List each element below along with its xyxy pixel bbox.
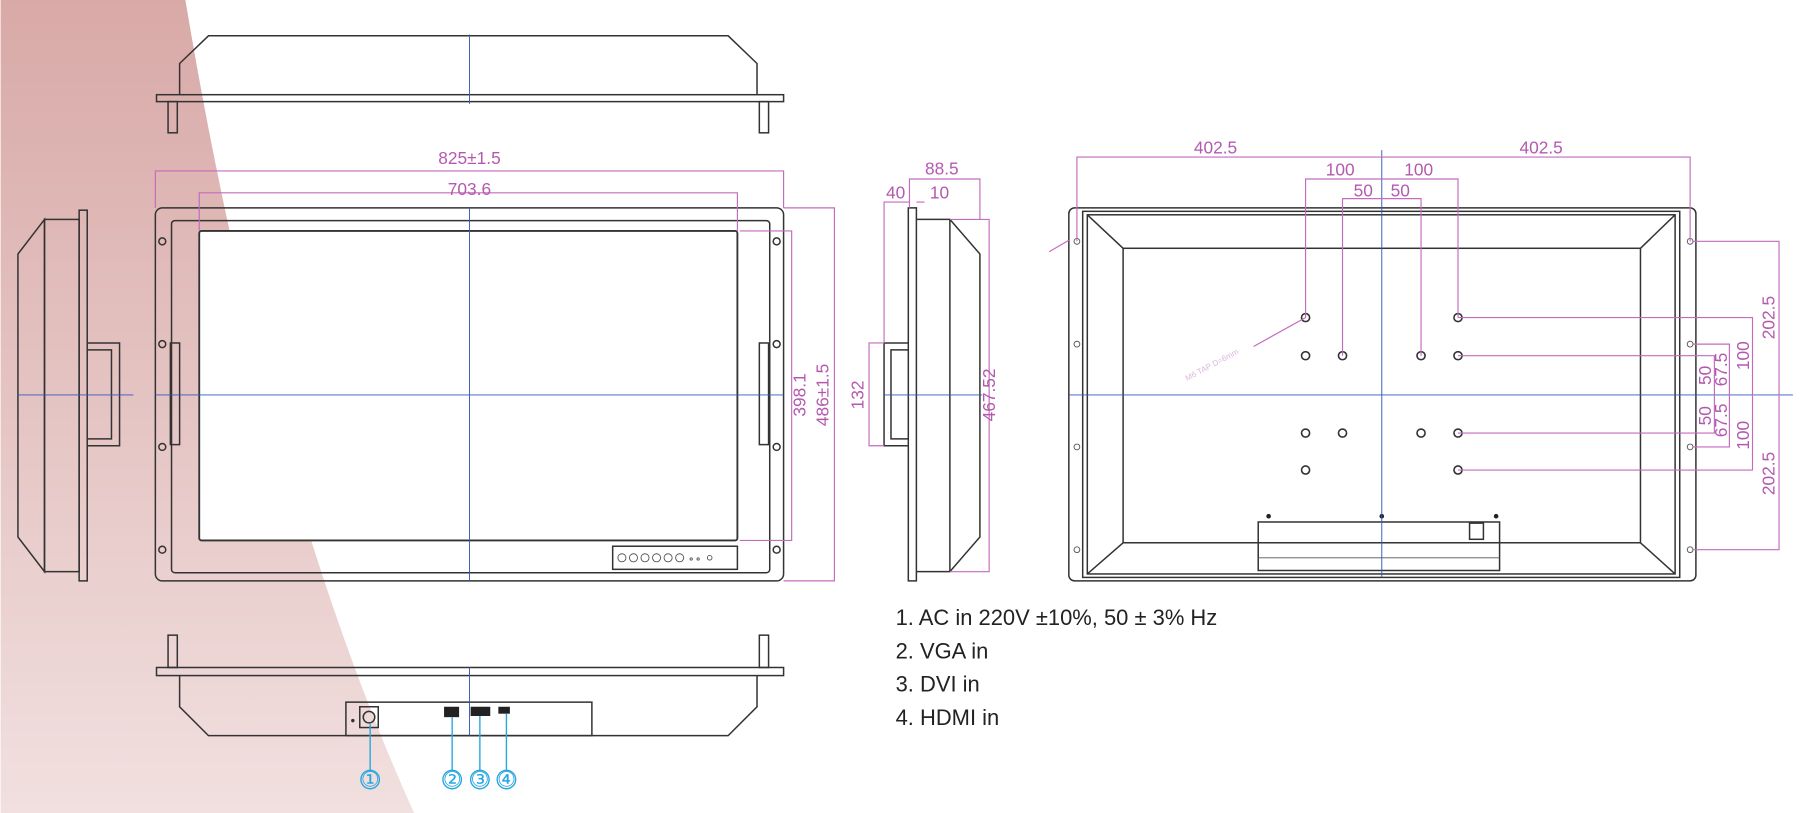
dim-overall-width: 825±1.5	[438, 148, 500, 168]
dim-v-upper: 202.5	[1758, 296, 1778, 339]
back-dimensions	[1048, 156, 1780, 551]
vga-connector	[444, 706, 460, 718]
dim-v100-lower: 100	[1733, 421, 1753, 450]
dvi-connector	[470, 706, 491, 716]
dim-vesa100-right: 50	[1391, 180, 1410, 200]
legend-item-hdmi: 4. HDMI in	[896, 705, 1000, 730]
callout-3: ③	[471, 768, 490, 791]
io-box	[1257, 521, 1501, 572]
back-view	[1068, 150, 1793, 582]
legend-item-ac: 1. AC in 220V ±10%, 50 ± 3% Hz	[896, 605, 1218, 630]
dim-v-lower: 202.5	[1758, 452, 1778, 495]
dim-body-height: 467.52	[979, 368, 999, 421]
dim-v100-upper: 100	[1733, 341, 1753, 370]
ac-power-connector	[359, 706, 379, 729]
legend-item-vga: 2. VGA in	[896, 638, 989, 663]
dim-v50-lower: 50	[1695, 406, 1715, 425]
dim-vesa100-left: 50	[1354, 180, 1373, 200]
dim-overall-height: 486±1.5	[813, 364, 833, 426]
hdmi-connector	[498, 706, 510, 714]
callout-4: ④	[497, 768, 516, 791]
callout-2: ②	[443, 768, 462, 791]
side-view	[868, 178, 990, 582]
dim-v50-upper: 50	[1695, 366, 1715, 385]
dim-vesa200-left: 100	[1326, 160, 1355, 180]
button-panel	[611, 545, 739, 571]
callouts	[360, 713, 517, 790]
dim-screen-height: 398.1	[790, 373, 810, 416]
callout-1: ①	[361, 768, 380, 791]
connector-legend: 1. AC in 220V ±10%, 50 ± 3% Hz 2. VGA in…	[896, 605, 1218, 730]
dim-offset: 10	[930, 183, 949, 203]
legend-item-dvi: 3. DVI in	[896, 672, 980, 697]
dim-flange: 40	[886, 183, 905, 203]
bottom-view	[155, 634, 785, 737]
dim-v675-lower: 67.5	[1711, 404, 1731, 438]
front-view	[154, 207, 785, 582]
dim-screen-width: 703.6	[448, 179, 491, 199]
dim-vesa200-right: 100	[1404, 160, 1433, 180]
dim-depth-total: 88.5	[925, 158, 959, 178]
dim-half-right: 402.5	[1519, 138, 1562, 158]
screen-area	[198, 230, 739, 542]
top-view	[155, 34, 785, 134]
dim-v675-upper: 67.5	[1711, 353, 1731, 387]
dim-half-left: 402.5	[1194, 138, 1237, 158]
tap-note: M6 TAP D=6mm	[1184, 347, 1241, 383]
left-side-view	[17, 209, 134, 582]
connector-box	[345, 701, 593, 737]
front-dimensions	[154, 170, 835, 582]
dim-handle: 132	[847, 381, 867, 410]
